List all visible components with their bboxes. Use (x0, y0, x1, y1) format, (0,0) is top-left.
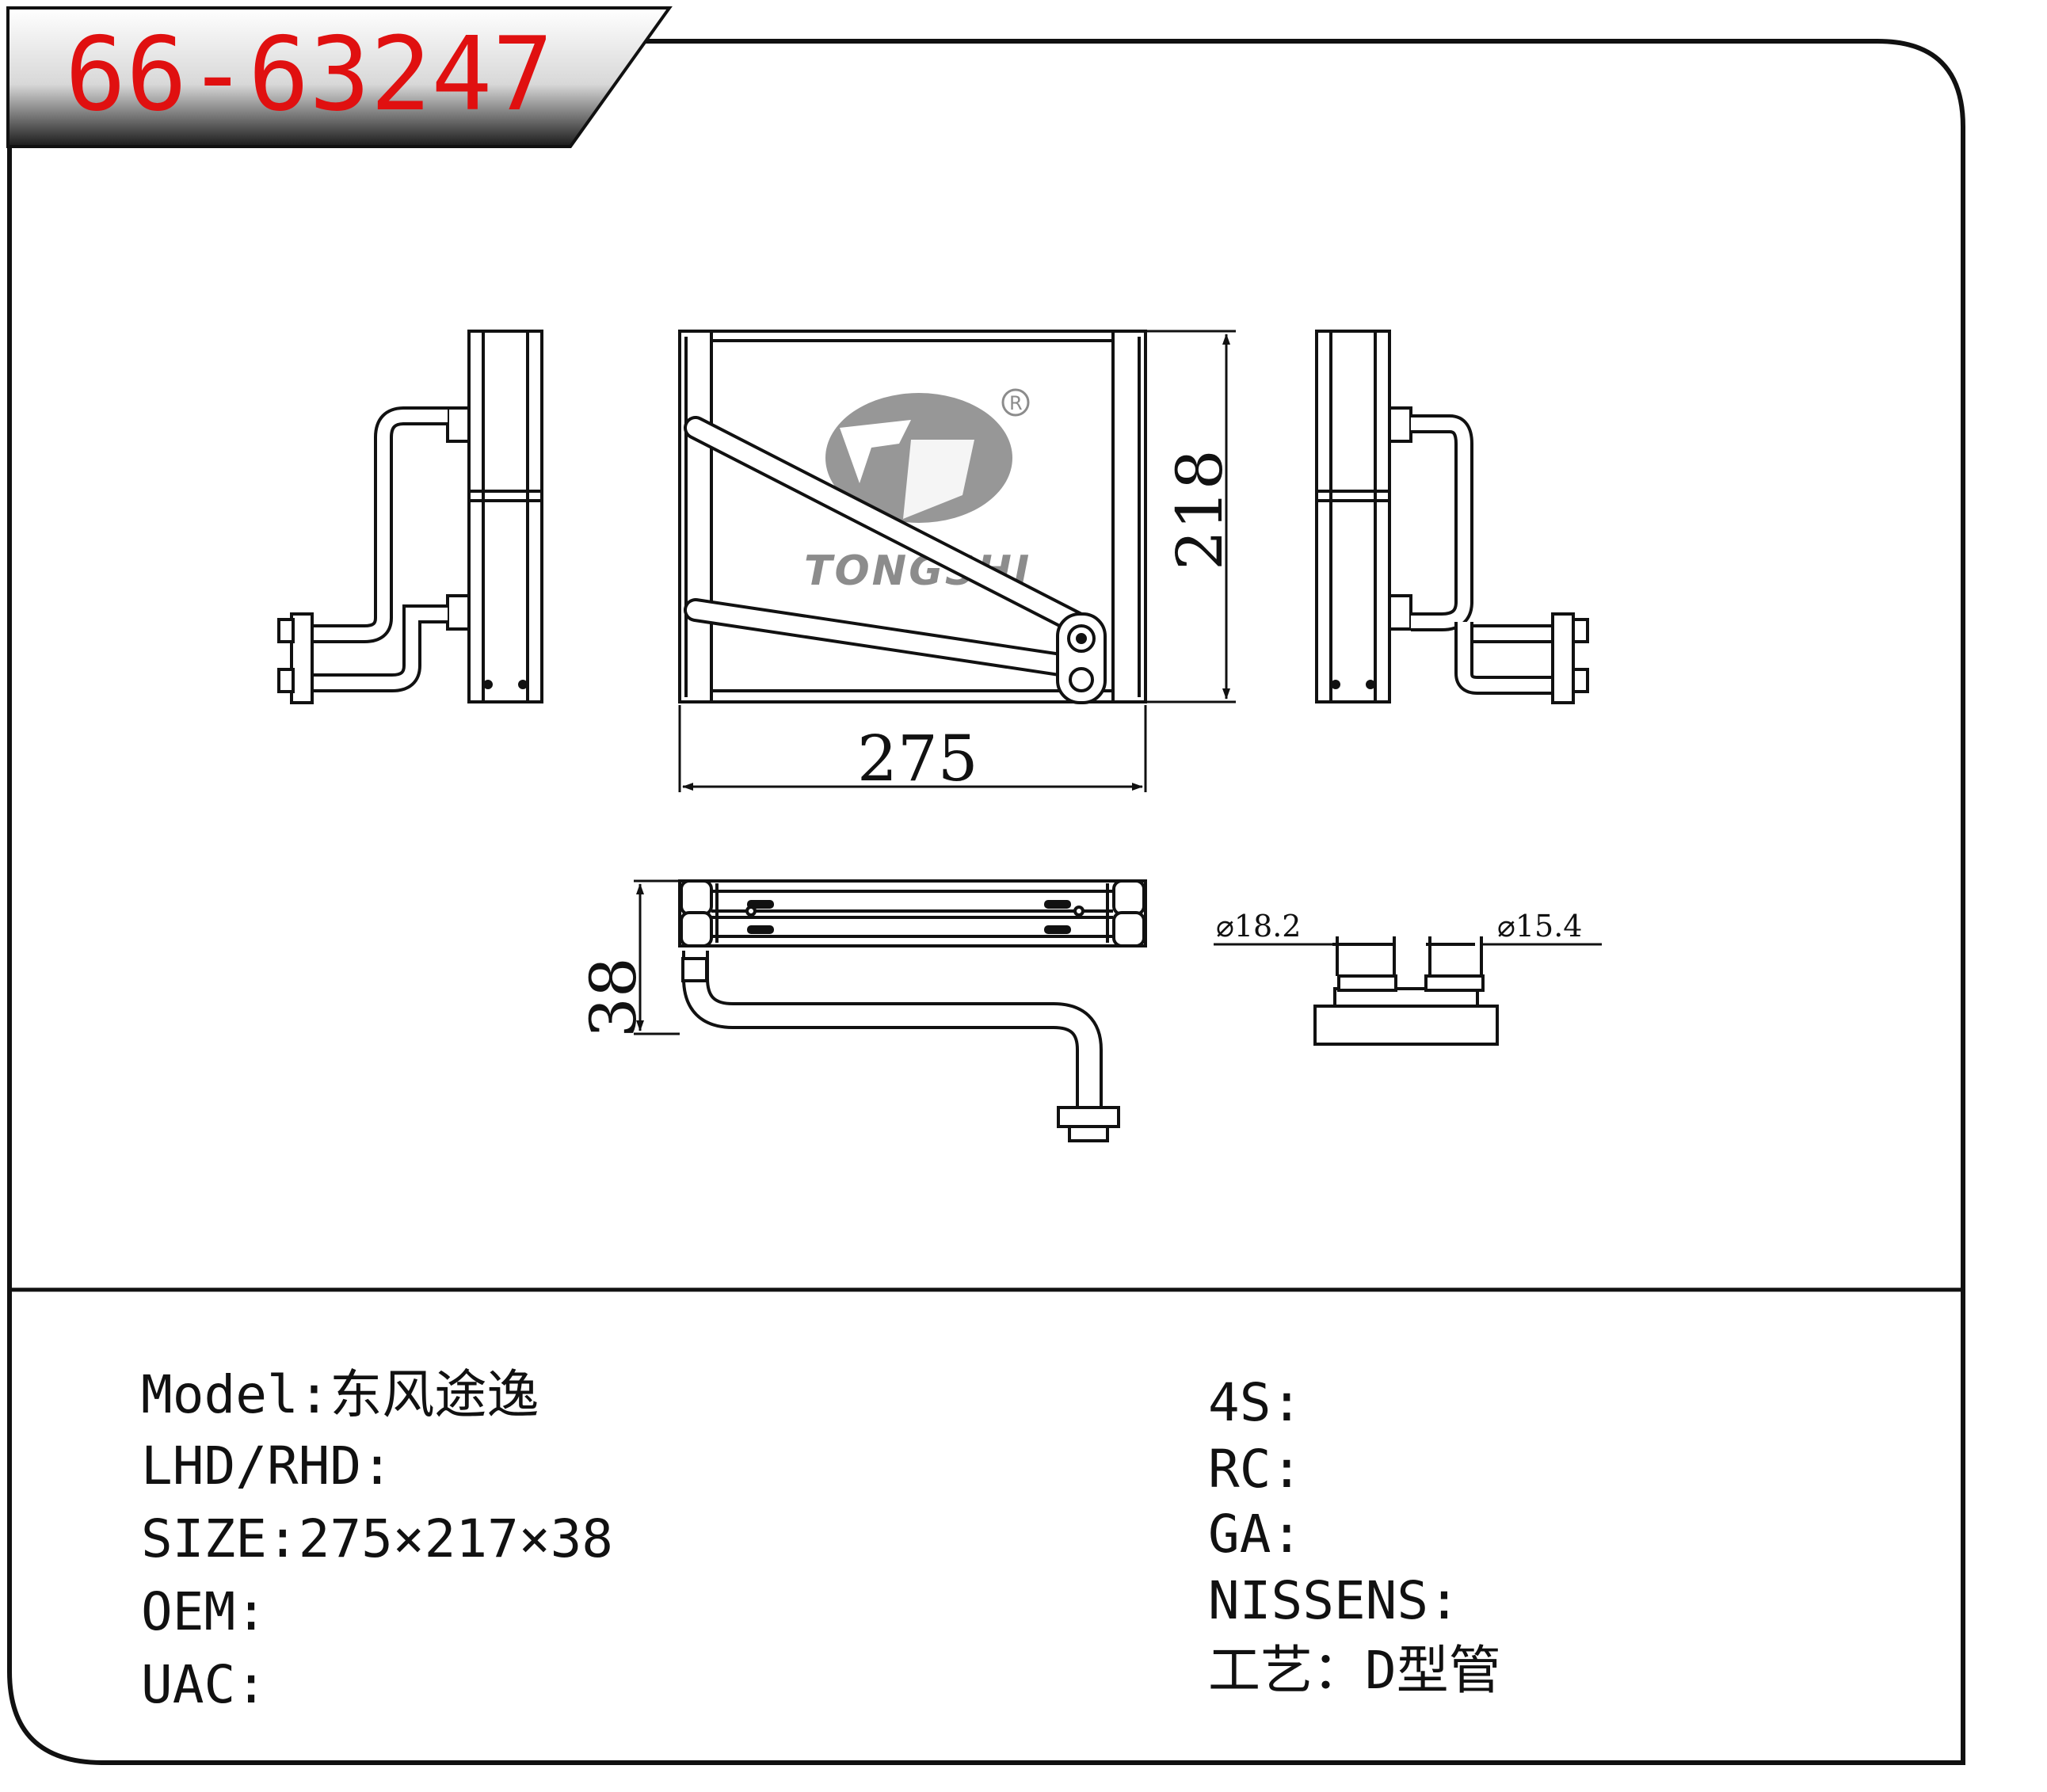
dimension-depth (634, 879, 680, 1035)
top-view (678, 879, 1147, 947)
spec-process-value: D型管 (1365, 1640, 1501, 1701)
spec-uac-label: UAC: (141, 1654, 267, 1715)
spec-lhd-rhd-label: LHD/RHD: (141, 1436, 393, 1497)
front-view-flange (1056, 612, 1107, 704)
spec-oem-label: OEM: (141, 1581, 267, 1642)
registered-mark: R (1009, 392, 1023, 414)
dimension-depth-label: 38 (577, 957, 650, 1038)
front-view-pipes (684, 416, 1097, 677)
top-view-pipe (682, 951, 1103, 1109)
spec-size: SIZE:275×217×38 (141, 1513, 613, 1565)
spec-oem: OEM: (141, 1586, 267, 1638)
spec-model-label: Model: (141, 1364, 330, 1425)
spec-nissens: NISSENS: (1208, 1575, 1460, 1627)
spec-nissens-label: NISSENS: (1208, 1570, 1460, 1631)
spec-lhd-rhd: LHD/RHD: (141, 1440, 393, 1493)
right-side-view (1315, 330, 1589, 704)
spec-process-label: 工艺： (1208, 1640, 1365, 1701)
spec-model: Model:东风途逸 (141, 1369, 539, 1421)
top-view-fittings (681, 957, 1120, 1142)
dimension-height (1145, 330, 1236, 703)
spec-ga-label: GA: (1208, 1504, 1303, 1565)
outer-frame (7, 39, 1965, 1765)
outlet-diameter-label: ⌀15.4 (1497, 909, 1583, 944)
spec-size-label: SIZE: (141, 1508, 299, 1569)
flange-detail (1313, 936, 1499, 1046)
spec-rc: RC: (1208, 1443, 1302, 1496)
brand-logo: R TONGSHI (804, 388, 1030, 595)
dimension-width (678, 705, 1147, 792)
spec-uac: UAC: (141, 1659, 267, 1711)
dimension-height-label: 218 (1163, 449, 1237, 570)
spec-4s: 4S: (1208, 1377, 1302, 1429)
spec-size-value: 275×217×38 (298, 1508, 614, 1569)
left-side-view (277, 330, 543, 704)
spec-rc-label: RC: (1208, 1439, 1303, 1500)
spec-process: 工艺：D型管 (1208, 1645, 1501, 1697)
inlet-diameter-label: ⌀18.2 (1216, 909, 1302, 944)
spec-4s-label: 4S: (1208, 1372, 1303, 1433)
spec-ga: GA: (1208, 1508, 1302, 1561)
spec-model-value: 东风途逸 (330, 1364, 539, 1425)
dimension-width-label: 275 (857, 722, 978, 795)
part-number-tab (6, 6, 673, 148)
part-number: 66-63247 (65, 16, 554, 134)
